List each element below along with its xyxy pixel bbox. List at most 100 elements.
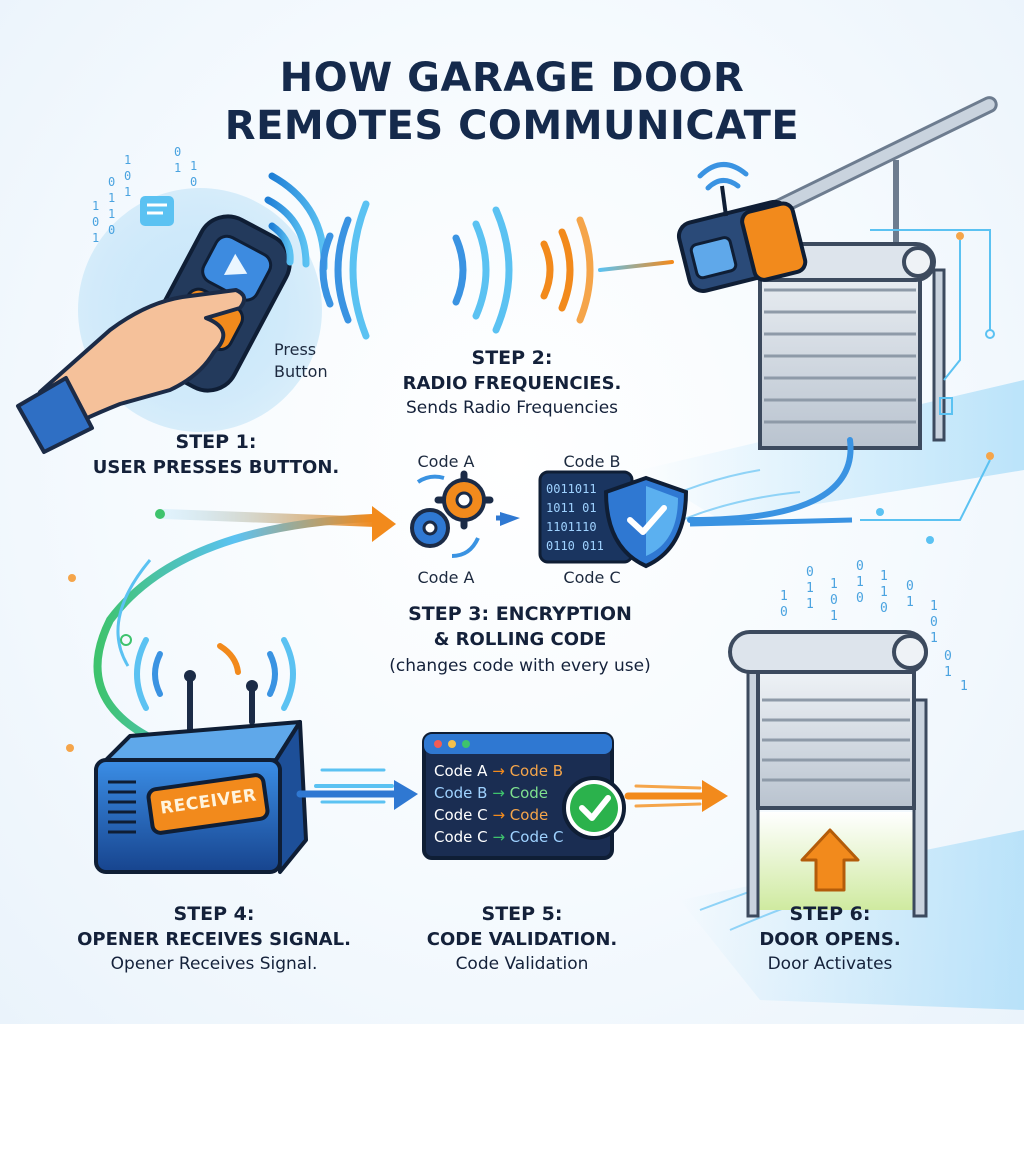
svg-text:0: 0 — [880, 601, 888, 616]
svg-text:0: 0 — [830, 593, 838, 608]
svg-text:1: 1 — [108, 207, 115, 221]
step3-heading: STEP 3: ENCRYPTION — [408, 603, 632, 625]
svg-text:1: 1 — [780, 589, 788, 604]
validation-row: Code C → Code C — [434, 826, 563, 848]
press-label-line1: Press — [274, 340, 317, 359]
svg-text:1: 1 — [930, 599, 938, 614]
binary-rain-icon: 101 0110 101 01 10 — [92, 145, 197, 245]
svg-text:0: 0 — [108, 223, 115, 237]
binary-rain-icon: 10 011 101 010 110 01 101 011 — [780, 559, 968, 694]
validation-to: Code B — [509, 762, 564, 780]
svg-text:0: 0 — [806, 565, 814, 580]
code-top-left: Code A — [417, 452, 475, 471]
connector-line — [687, 437, 854, 523]
step4-name: OPENER RECEIVES SIGNAL. — [77, 929, 351, 950]
validation-row: Code A → Code B — [434, 760, 563, 782]
open-door-scene: 10 011 101 010 110 01 101 011 — [680, 559, 1024, 1010]
step5-name: CODE VALIDATION. — [426, 929, 618, 950]
check-icon — [562, 776, 626, 840]
step1-illustration: 101 0110 101 01 10 — [16, 145, 328, 454]
svg-text:1: 1 — [906, 595, 914, 610]
svg-text:1: 1 — [930, 631, 938, 646]
step4-description: Opener Receives Signal. — [110, 954, 318, 974]
svg-text:1: 1 — [880, 569, 888, 584]
validation-from: Code A — [434, 762, 488, 780]
page-title-line2: REMOTES COMMUNICATE — [224, 103, 800, 149]
step2-heading: STEP 2: — [471, 347, 553, 369]
svg-text:0: 0 — [124, 169, 131, 183]
validation-to: Code — [509, 784, 549, 802]
step6-heading: STEP 6: — [789, 903, 871, 925]
svg-text:1: 1 — [856, 575, 864, 590]
step6-description: Door Activates — [767, 954, 893, 974]
code-top-right: Code B — [563, 452, 621, 471]
step3-illustration — [155, 470, 853, 569]
svg-text:1: 1 — [806, 597, 814, 612]
binary-line: 0110 011 — [546, 539, 604, 553]
gear-icon — [410, 470, 494, 558]
shield-connector — [689, 517, 853, 527]
svg-text:1: 1 — [830, 609, 838, 624]
return-arc — [93, 514, 376, 764]
step2-name: RADIO FREQUENCIES. — [402, 373, 622, 394]
step3-name: & ROLLING CODE — [433, 629, 607, 650]
page-title-line1: HOW GARAGE DOOR — [279, 55, 745, 101]
receiver-icon — [94, 637, 308, 874]
svg-text:0: 0 — [856, 559, 864, 574]
validation-arrow: → — [492, 828, 506, 846]
flow-arrow-4-5 — [296, 768, 402, 804]
validation-row: Code B → Code — [434, 782, 563, 804]
validation-arrow: → — [492, 806, 506, 824]
svg-text:1: 1 — [830, 577, 838, 592]
svg-text:1: 1 — [174, 161, 181, 175]
garage-door-raised-icon — [728, 630, 928, 810]
validation-from: Code C — [434, 806, 488, 824]
svg-text:0: 0 — [108, 175, 115, 189]
svg-text:1: 1 — [960, 679, 968, 694]
validation-rows: Code A → Code B Code B → Code Code C → C… — [434, 760, 563, 848]
inner-arc — [116, 559, 152, 667]
svg-text:1: 1 — [190, 159, 197, 173]
svg-text:1: 1 — [92, 231, 99, 245]
hand-icon — [16, 288, 247, 454]
svg-text:0: 0 — [780, 605, 788, 620]
step1-name: USER PRESSES BUTTON. — [92, 457, 340, 478]
svg-text:0: 0 — [174, 145, 181, 159]
svg-text:1: 1 — [806, 581, 814, 596]
svg-text:1: 1 — [124, 185, 131, 199]
svg-text:0: 0 — [930, 615, 938, 630]
svg-text:1: 1 — [108, 191, 115, 205]
validation-from: Code C — [434, 828, 488, 846]
press-label-line2: Button — [274, 362, 328, 381]
garage-door-icon — [746, 242, 946, 450]
shield-check-icon — [603, 475, 689, 569]
code-bottom-left: Code A — [417, 568, 475, 587]
svg-text:0: 0 — [856, 591, 864, 606]
step3-description: (changes code with every use) — [389, 656, 651, 676]
step5-description: Code Validation — [455, 954, 589, 974]
binary-line: 0011011 — [546, 482, 597, 496]
svg-text:1: 1 — [944, 665, 952, 680]
validation-to: Code — [509, 806, 549, 824]
binary-line: 1101110 — [546, 520, 597, 534]
flow-arrow-5-6 — [624, 784, 712, 808]
step2-waves — [319, 200, 674, 340]
up-arrow-icon — [800, 828, 860, 892]
svg-text:1: 1 — [92, 199, 99, 213]
validation-row: Code C → Code — [434, 804, 563, 826]
svg-text:1: 1 — [124, 153, 131, 167]
binary-block: 0011011 1011 01 1101110 0110 011 — [546, 480, 604, 556]
circuit-line — [860, 459, 991, 521]
svg-text:0: 0 — [906, 579, 914, 594]
validation-arrow: → — [492, 784, 505, 802]
opener-scene — [639, 96, 1024, 531]
circuit-lines — [870, 229, 995, 415]
code-bottom-right: Code C — [563, 568, 621, 587]
svg-text:0: 0 — [190, 175, 197, 189]
diagram-art: 101 0110 101 01 10 — [16, 96, 1024, 1010]
message-icon — [140, 196, 174, 226]
step2-description: Sends Radio Frequencies — [405, 398, 619, 418]
binary-line: 1011 01 — [546, 501, 597, 515]
svg-text:0: 0 — [92, 215, 99, 229]
